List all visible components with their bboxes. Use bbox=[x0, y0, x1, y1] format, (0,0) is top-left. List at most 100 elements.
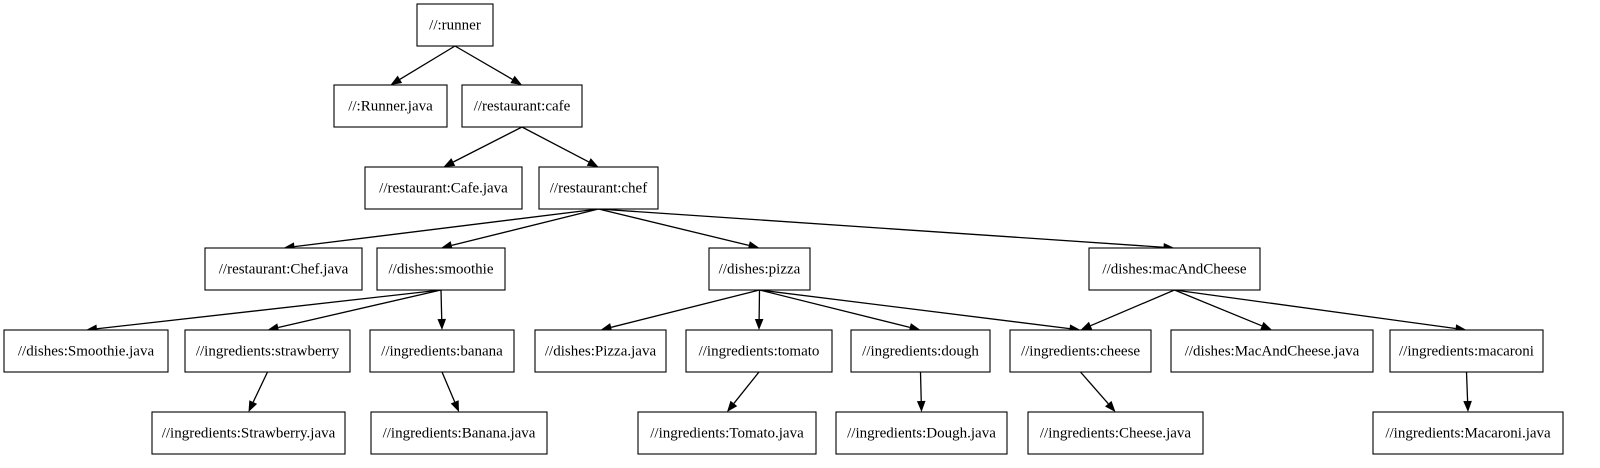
node-label: //ingredients:Dough.java bbox=[847, 425, 996, 441]
graph-edge bbox=[521, 126, 590, 163]
graph-edge-arrowhead bbox=[437, 318, 447, 330]
node-label: //dishes:Smoothie.java bbox=[18, 343, 155, 359]
edge-layer bbox=[86, 45, 1472, 412]
graph-node-tomato_java[interactable]: //ingredients:Tomato.java bbox=[637, 411, 817, 455]
graph-edge bbox=[1174, 289, 1263, 327]
graph-edge bbox=[451, 208, 599, 246]
graph-edge bbox=[1080, 371, 1109, 405]
node-label: //restaurant:Cafe.java bbox=[379, 180, 508, 196]
node-box[interactable] bbox=[370, 411, 548, 455]
node-box[interactable] bbox=[3, 329, 169, 373]
graph-node-dishes_smoothie[interactable]: //dishes:smoothie bbox=[376, 247, 506, 291]
graph-edge-arrowhead bbox=[1463, 400, 1472, 412]
node-label: //dishes:pizza bbox=[719, 261, 801, 277]
graph-edge-arrowhead bbox=[908, 323, 921, 332]
node-box[interactable] bbox=[1027, 411, 1204, 455]
graph-edge-arrowhead bbox=[916, 400, 926, 412]
node-box[interactable] bbox=[376, 247, 506, 291]
graph-node-strawberry_java[interactable]: //ingredients:Strawberry.java bbox=[151, 411, 346, 455]
graph-edge bbox=[441, 371, 456, 403]
node-label: //ingredients:Banana.java bbox=[383, 425, 536, 441]
graph-node-smoothie_java[interactable]: //dishes:Smoothie.java bbox=[3, 329, 169, 373]
node-box[interactable] bbox=[416, 3, 494, 47]
node-box[interactable] bbox=[333, 84, 448, 128]
graph-node-ing_tomato[interactable]: //ingredients:tomato bbox=[685, 329, 833, 373]
node-box[interactable] bbox=[204, 247, 363, 291]
node-box[interactable] bbox=[364, 166, 523, 210]
node-box[interactable] bbox=[1009, 329, 1152, 373]
node-label: //restaurant:chef bbox=[550, 180, 647, 196]
node-box[interactable] bbox=[637, 411, 817, 455]
graph-node-macaroni_java[interactable]: //ingredients:Macaroni.java bbox=[1372, 411, 1564, 455]
node-layer: //:runner //:Runner.java //restaurant:cafe… bbox=[3, 3, 1564, 455]
graph-edge bbox=[598, 208, 749, 247]
node-box[interactable] bbox=[835, 411, 1008, 455]
node-box[interactable] bbox=[850, 329, 991, 373]
node-box[interactable] bbox=[1088, 247, 1261, 291]
node-box[interactable] bbox=[151, 411, 346, 455]
graph-edge-arrowhead bbox=[727, 400, 738, 412]
graph-node-dishes_macandcheese[interactable]: //dishes:macAndCheese bbox=[1088, 247, 1261, 291]
graph-node-pizza_java[interactable]: //dishes:Pizza.java bbox=[534, 329, 667, 373]
graph-node-ing_cheese[interactable]: //ingredients:cheese bbox=[1009, 329, 1152, 373]
graph-node-dishes_pizza[interactable]: //dishes:pizza bbox=[708, 247, 811, 291]
node-box[interactable] bbox=[685, 329, 833, 373]
graph-edge bbox=[278, 289, 442, 329]
graph-edge bbox=[759, 289, 1070, 330]
node-label: //dishes:Pizza.java bbox=[545, 343, 657, 359]
graph-edge bbox=[294, 208, 599, 248]
node-box[interactable] bbox=[1170, 329, 1374, 373]
graph-edge bbox=[611, 289, 760, 328]
graph-edge-arrowhead bbox=[1260, 321, 1272, 330]
graph-edge-arrowhead bbox=[586, 158, 599, 167]
node-label: //ingredients:macaroni bbox=[1399, 343, 1534, 359]
node-box[interactable] bbox=[1372, 411, 1564, 455]
node-box[interactable] bbox=[1389, 329, 1544, 373]
node-label: //ingredients:strawberry bbox=[196, 343, 340, 359]
graph-node-banana_java[interactable]: //ingredients:Banana.java bbox=[370, 411, 548, 455]
node-box[interactable] bbox=[184, 329, 351, 373]
node-label: //dishes:smoothie bbox=[389, 261, 494, 277]
graph-edge bbox=[1174, 289, 1456, 330]
node-box[interactable] bbox=[461, 84, 583, 128]
graph-edge bbox=[598, 208, 1164, 248]
graph-node-ing_macaroni[interactable]: //ingredients:macaroni bbox=[1389, 329, 1544, 373]
node-box[interactable] bbox=[534, 329, 667, 373]
graph-node-cafe_java[interactable]: //restaurant:Cafe.java bbox=[364, 166, 523, 210]
graph-node-ing_strawberry[interactable]: //ingredients:strawberry bbox=[184, 329, 351, 373]
node-label: //ingredients:Strawberry.java bbox=[162, 425, 336, 441]
graph-edge bbox=[399, 45, 456, 80]
graph-edge bbox=[1090, 289, 1175, 327]
node-label: //ingredients:banana bbox=[381, 343, 503, 359]
graph-edge bbox=[1465, 371, 1469, 402]
graph-node-runner_java[interactable]: //:Runner.java bbox=[333, 84, 448, 128]
graph-node-runner[interactable]: //:runner bbox=[416, 3, 494, 47]
graph-node-restaurant_chef[interactable]: //restaurant:chef bbox=[538, 166, 659, 210]
graph-edge-arrowhead bbox=[510, 75, 522, 85]
node-label: //ingredients:Cheese.java bbox=[1040, 425, 1192, 441]
graph-edge-arrowhead bbox=[390, 75, 403, 85]
graph-node-cheese_java[interactable]: //ingredients:Cheese.java bbox=[1027, 411, 1204, 455]
graph-edge-arrowhead bbox=[441, 241, 453, 250]
graph-node-dough_java[interactable]: //ingredients:Dough.java bbox=[835, 411, 1008, 455]
graph-edge bbox=[96, 289, 442, 330]
graph-node-macandcheese_java[interactable]: //dishes:MacAndCheese.java bbox=[1170, 329, 1374, 373]
node-label: //ingredients:Macaroni.java bbox=[1385, 425, 1551, 441]
graph-edge-arrowhead bbox=[600, 323, 613, 332]
graph-edge-arrowhead bbox=[443, 158, 456, 167]
graph-node-ing_banana[interactable]: //ingredients:banana bbox=[369, 329, 515, 373]
node-label: //ingredients:Tomato.java bbox=[650, 425, 804, 441]
graph-node-chef_java[interactable]: //restaurant:Chef.java bbox=[204, 247, 363, 291]
node-label: //ingredients:tomato bbox=[699, 343, 820, 359]
graph-edge-arrowhead bbox=[248, 400, 258, 412]
graph-node-ing_dough[interactable]: //ingredients:dough bbox=[850, 329, 991, 373]
graph-node-restaurant_cafe[interactable]: //restaurant:cafe bbox=[461, 84, 583, 128]
node-label: //:Runner.java bbox=[348, 98, 433, 114]
graph-edge-arrowhead bbox=[1080, 321, 1093, 330]
node-box[interactable] bbox=[708, 247, 811, 291]
graph-edge bbox=[453, 126, 523, 163]
node-box[interactable] bbox=[369, 329, 515, 373]
node-box[interactable] bbox=[538, 166, 659, 210]
